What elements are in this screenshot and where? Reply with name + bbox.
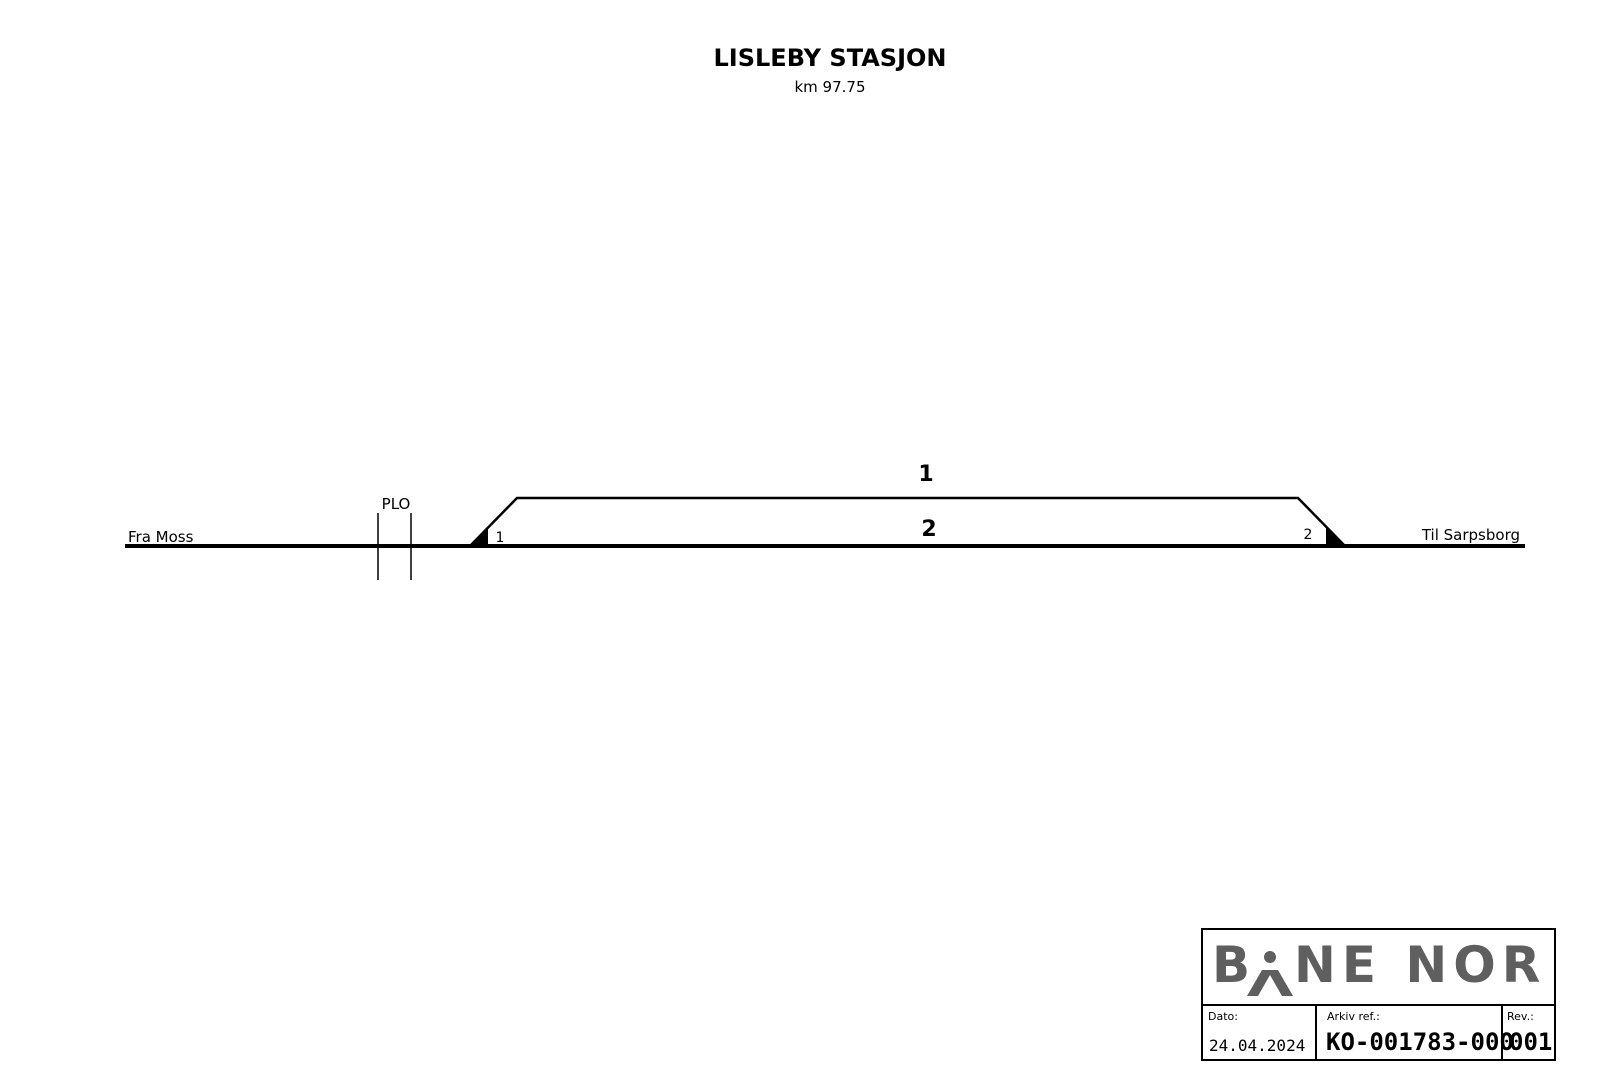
title-block: B NE NOR Dato: 24.04.2024 Arkiv ref.: KO…: [1201, 928, 1556, 1061]
switch-1-marker: [469, 527, 488, 546]
archive-label: Arkiv ref.:: [1327, 1010, 1380, 1023]
to-label: Til Sarpsborg: [1421, 526, 1520, 544]
bane-nor-logo: B NE NOR: [1212, 936, 1546, 996]
page-title: LISLEBY STASJON: [714, 44, 947, 72]
rev-value: 001: [1509, 1028, 1552, 1056]
archive-value: KO-001783-000: [1326, 1028, 1514, 1056]
passing-loop-track: [469, 496, 1346, 547]
from-label: Fra Moss: [128, 528, 194, 546]
switch-number-2: 2: [1304, 527, 1313, 543]
logo-text-right: NE NOR: [1294, 936, 1546, 994]
switch-number-1: 1: [496, 530, 505, 546]
track-number-2: 2: [921, 517, 936, 542]
switch-2-marker: [1326, 527, 1345, 546]
date-label: Dato:: [1208, 1010, 1238, 1023]
date-value: 24.04.2024: [1209, 1036, 1305, 1055]
logo-a-icon: [1247, 951, 1293, 996]
track-number-1: 1: [918, 462, 933, 487]
logo-text-left: B: [1212, 936, 1256, 994]
rev-label: Rev.:: [1507, 1010, 1534, 1023]
km-label: km 97.75: [794, 78, 865, 96]
plo-label: PLO: [382, 495, 411, 513]
